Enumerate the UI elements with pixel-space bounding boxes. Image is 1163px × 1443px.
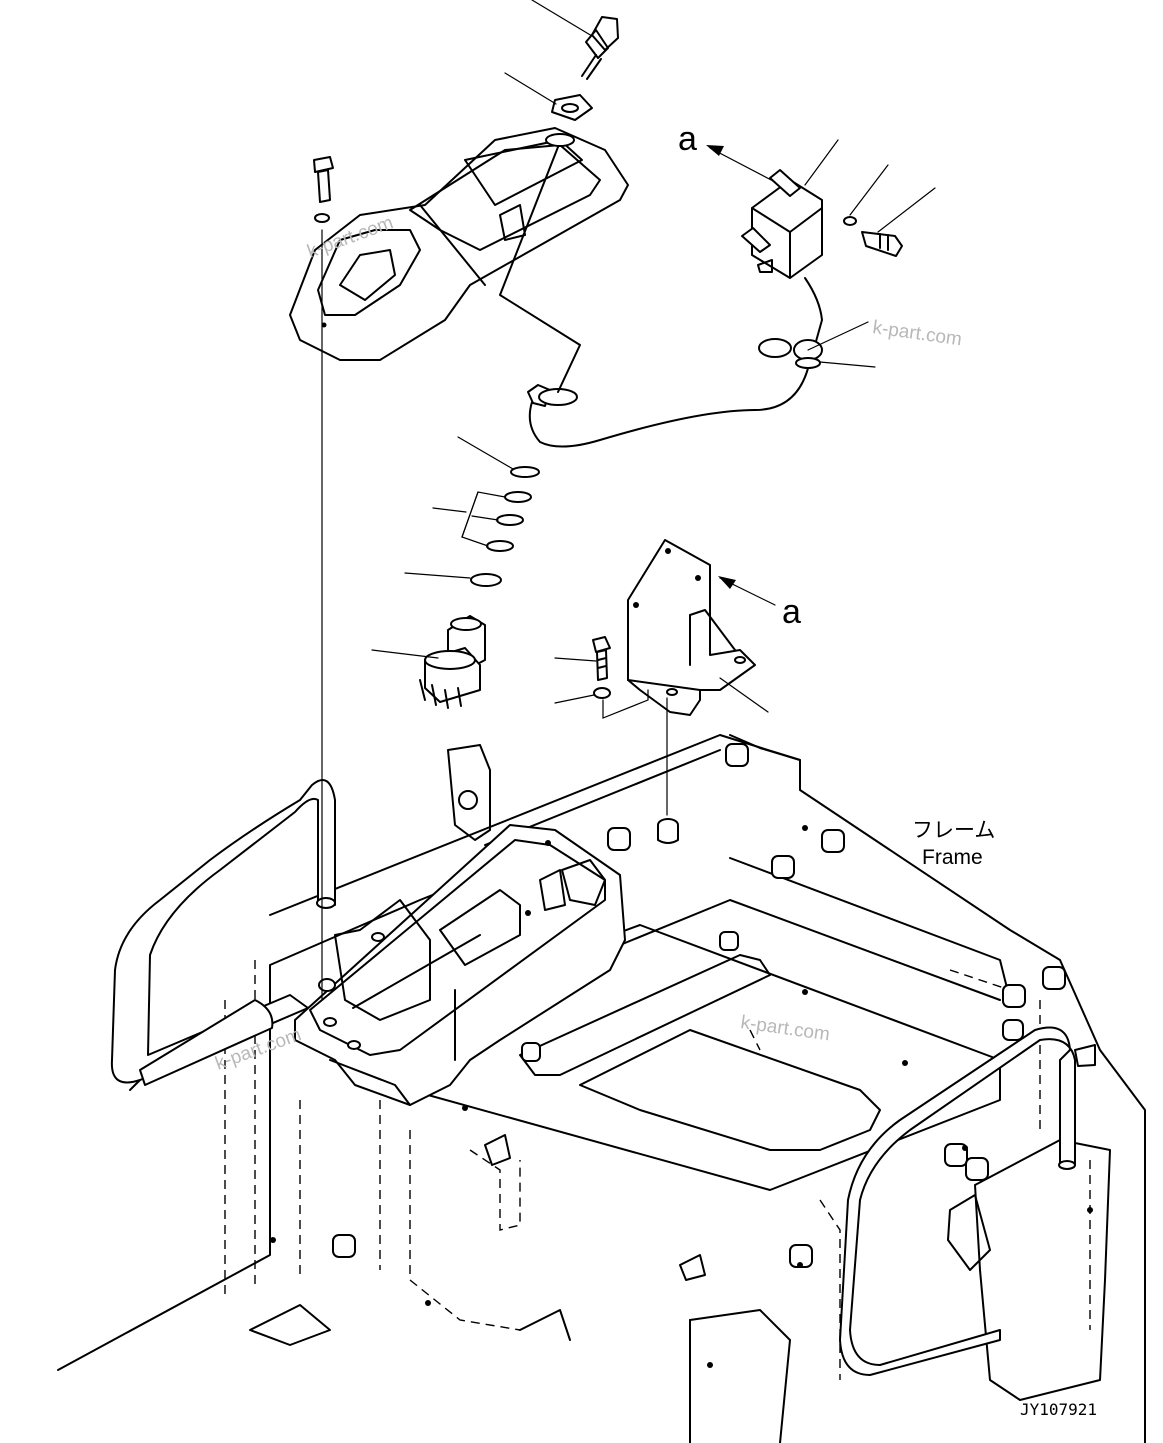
ignition-key: [531, 0, 619, 80]
key-switch: [371, 615, 486, 709]
mounting-bracket: a: [627, 539, 801, 844]
ring-antenna: [499, 146, 811, 448]
watermark: k-part.com: [739, 1012, 831, 1045]
frame-label-en: Frame: [922, 846, 983, 869]
cover-bolt: [313, 156, 334, 1001]
controller-unit: a: [678, 120, 936, 346]
handrail-left: [110, 779, 336, 1091]
seals-group: [404, 436, 540, 587]
bracket-bolt: [554, 636, 649, 719]
frame-label-jp: フレーム: [912, 819, 995, 842]
view-ref-a-bracket: a: [782, 593, 801, 631]
console-box: [294, 744, 626, 1106]
view-ref-a-top: a: [678, 120, 697, 158]
wire-clip: [758, 321, 876, 369]
frame-structure: [57, 734, 1146, 1443]
key-bezel: [504, 72, 593, 121]
drawing-id: JY107921: [1020, 1400, 1097, 1419]
handrail-right: [839, 1026, 1076, 1376]
watermark: k-part.com: [871, 317, 963, 350]
